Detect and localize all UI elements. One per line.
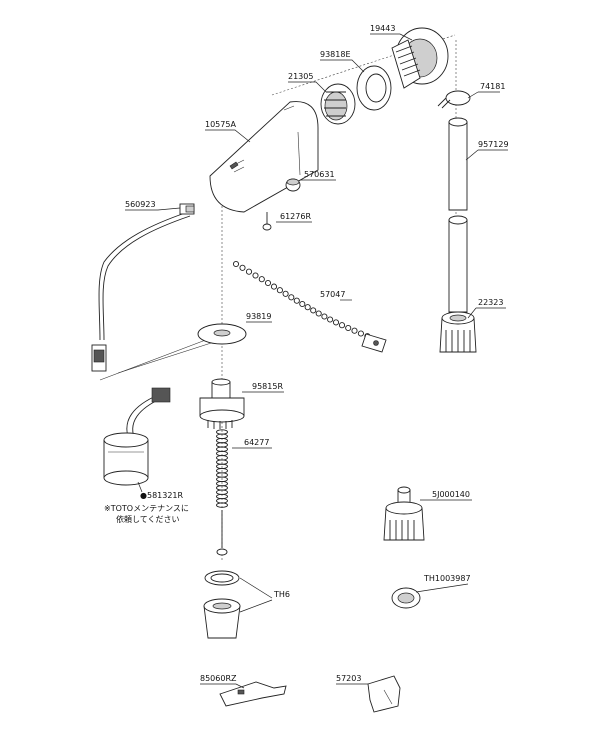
- label-581321R: ●581321R: [140, 491, 184, 500]
- label-93818E: 93818E: [320, 50, 351, 59]
- label-22323: 22323: [478, 298, 503, 307]
- leader-lines: [125, 33, 508, 689]
- chain-bead: [276, 287, 283, 294]
- label-85060RZ: 85060RZ: [200, 674, 237, 683]
- nozzle-TH6: [203, 598, 241, 639]
- clip-57203: [367, 675, 401, 713]
- filter-TH1003987: [391, 587, 421, 609]
- tube-957129: [448, 117, 468, 313]
- body-10575A: [209, 101, 319, 213]
- label-57203: 57203: [336, 674, 361, 683]
- label-74181: 74181: [480, 82, 505, 91]
- cap-570631: [285, 178, 301, 192]
- chain-bead: [327, 316, 334, 323]
- nut-19443: [391, 27, 449, 89]
- spring-64277: [216, 429, 228, 508]
- chain-bead: [304, 304, 311, 311]
- chain-bead: [264, 279, 272, 287]
- solenoid-581321R: [103, 387, 171, 486]
- valve-95815R: [199, 378, 245, 429]
- label-95815R: 95815R: [252, 382, 283, 391]
- chain-bead: [293, 297, 300, 304]
- label-64277: 64277: [244, 438, 269, 447]
- chain-tag-57047: [361, 333, 387, 353]
- washer-93818E: [356, 65, 392, 111]
- note-line-2: 依頼してください: [116, 514, 180, 524]
- fitting-5J000140: [383, 486, 425, 541]
- fitting-22323: [439, 311, 477, 353]
- maintenance-note: ※TOTOメンテナンスに 依頼してください: [104, 504, 189, 524]
- label-TH1003987: TH1003987: [423, 574, 471, 583]
- label-560923: 560923: [125, 200, 156, 209]
- label-5J000140: 5J000140: [432, 490, 470, 499]
- label-57047: 57047: [320, 290, 345, 299]
- clamp-74181: [437, 90, 471, 109]
- chain-bead: [338, 322, 346, 329]
- nut-21305: [320, 83, 356, 125]
- cable-560923: [91, 203, 195, 372]
- label-10575A: 10575A: [205, 120, 236, 129]
- label-61276R: 61276R: [280, 212, 311, 221]
- gasket-93819: [197, 323, 247, 345]
- chain-bead: [321, 313, 328, 320]
- label-957129: 957129: [478, 140, 509, 149]
- label-93819: 93819: [246, 312, 271, 321]
- chain-bead: [299, 300, 306, 308]
- label-TH6: TH6: [273, 590, 290, 599]
- chain-bead: [245, 268, 253, 275]
- chain-bead: [282, 290, 289, 297]
- chain-bead: [252, 272, 259, 279]
- rod-64277: [216, 510, 228, 556]
- chain-bead: [357, 330, 364, 337]
- screw-61276R: [262, 212, 272, 231]
- chain-bead: [288, 294, 295, 301]
- label-570631: 570631: [304, 170, 335, 179]
- chain-57047: [232, 260, 371, 340]
- chain-bead: [345, 324, 352, 332]
- chain-bead: [332, 319, 340, 326]
- chain-bead: [315, 310, 322, 317]
- label-21305: 21305: [288, 72, 313, 81]
- wrench-85060RZ: [219, 681, 287, 707]
- label-19443: 19443: [370, 24, 395, 33]
- chain-bead: [258, 276, 265, 283]
- chain-bead: [239, 264, 246, 271]
- chain-bead: [270, 283, 278, 290]
- spring-coil: [216, 502, 228, 508]
- ring-TH6: [204, 570, 240, 586]
- chain-bead: [232, 260, 240, 268]
- chain-bead: [310, 307, 317, 314]
- chain-bead: [351, 327, 358, 334]
- note-line-1: ※TOTOメンテナンスに: [104, 504, 189, 513]
- part-labels: 19443 93818E 21305 74181 10575A 957129 5…: [125, 24, 509, 683]
